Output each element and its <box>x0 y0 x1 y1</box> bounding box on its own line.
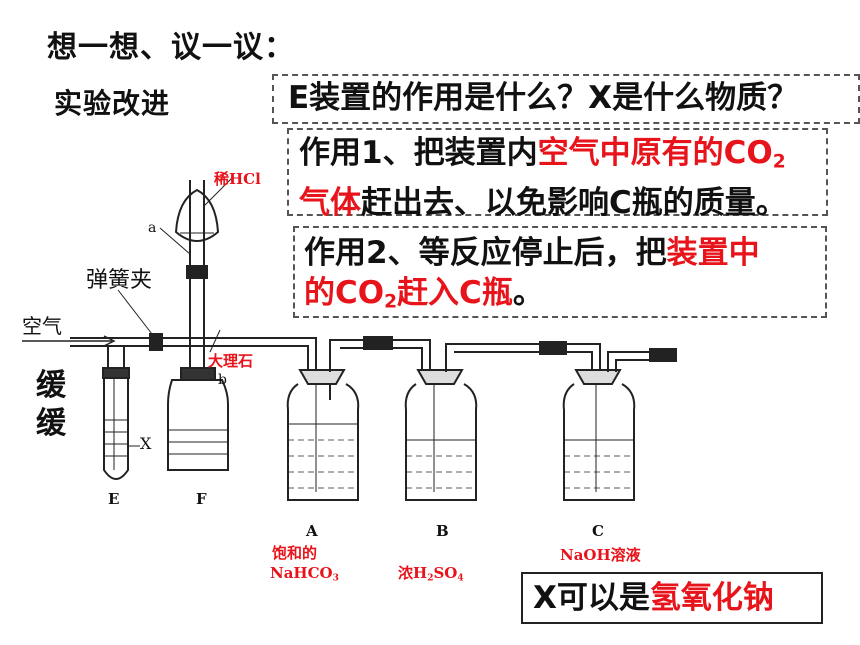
a-liquid <box>288 439 358 489</box>
f-bottle <box>167 379 229 471</box>
section-subtitle: 实验改进 <box>54 87 171 120</box>
f-funnel-stem <box>189 180 205 370</box>
hcl-label: 稀HCl <box>214 170 261 188</box>
f-liquid-lines <box>168 429 228 455</box>
label-e: E <box>108 490 120 508</box>
x-label: X <box>140 434 152 453</box>
a-reagent-formula: NaHCO <box>270 564 333 582</box>
connector-ab <box>363 336 393 350</box>
c-bottle <box>562 383 636 501</box>
marble-pointer <box>209 329 221 353</box>
valve-a-pointer <box>159 227 191 255</box>
b-liquid <box>406 455 476 489</box>
b-reagent-part2: SO <box>433 564 458 582</box>
a-reagent-line2: NaHCO3 <box>270 564 339 583</box>
b-reagent: 浓H2SO4 <box>398 562 464 583</box>
answer-box: X可以是氢氧化钠 <box>521 572 823 624</box>
label-a: A <box>306 522 318 540</box>
role2-red-c: 赶入C瓶 <box>397 275 513 311</box>
clamp-pointer <box>117 289 153 335</box>
outlet-connector <box>649 348 677 362</box>
role2-prefix: 作用2、等反应停止后，把 <box>304 235 667 271</box>
a-stopper <box>298 369 346 385</box>
a-reagent-line1: 饱和的 <box>272 544 318 562</box>
e-liquid-lines <box>104 419 128 457</box>
b-bottle <box>404 383 478 501</box>
a-bottle <box>286 383 360 501</box>
valve-b-label: b <box>218 372 227 388</box>
slow-label-1: 缓 <box>36 368 66 403</box>
role2-red-b: 的CO <box>304 275 385 311</box>
pipe-a-b <box>329 339 431 372</box>
air-arrow-head <box>103 335 116 347</box>
c-liquid <box>564 455 634 489</box>
c-stopper <box>574 369 622 385</box>
valve-a-label: a <box>148 220 157 236</box>
valve-a <box>186 265 208 279</box>
c-outlet <box>607 351 676 372</box>
b-reagent-part1: 浓H <box>398 564 428 582</box>
label-f: F <box>196 490 207 508</box>
air-label: 空气 <box>22 314 62 338</box>
marble-label: 大理石 <box>208 352 254 370</box>
e-tube-body <box>103 378 129 480</box>
role2-box: 作用2、等反应停止后，把装置中 的CO2赶入C瓶。 <box>293 226 827 318</box>
e-stopper <box>102 367 130 379</box>
pipe-b-c <box>445 343 601 372</box>
question-text: E装置的作用是什么？X是什么物质？ <box>288 80 799 116</box>
answer-text: X可以是氢氧化钠 <box>523 574 821 618</box>
role2-suffix: 。 <box>512 275 544 311</box>
a-reagent-sub: 3 <box>332 573 339 584</box>
slow-label-2: 缓 <box>36 406 66 441</box>
role1-suffix: 赶出去、以免影响C瓶的质量。 <box>361 184 787 221</box>
role1-red-a-sub: 2 <box>772 151 786 173</box>
label-b: B <box>436 522 449 540</box>
label-c: C <box>592 522 604 540</box>
role2-red-a: 装置中 <box>666 235 760 271</box>
c-reagent: NaOH溶液 <box>560 546 641 564</box>
page-title: 想一想、议一议： <box>47 30 295 65</box>
b-stopper <box>416 369 464 385</box>
b-reagent-sub2: 4 <box>457 573 464 584</box>
role1-red-b: 气体 <box>299 184 361 221</box>
role1-red-a: 空气中原有的CO <box>537 135 773 171</box>
question-box: E装置的作用是什么？X是什么物质？ <box>272 74 860 124</box>
role2-text: 作用2、等反应停止后，把装置中 的CO2赶入C瓶。 <box>295 228 825 323</box>
e-tube-neck <box>107 346 125 372</box>
funnel-bulb <box>174 188 220 242</box>
spring-clamp <box>149 333 163 351</box>
role1-text: 作用1、把装置内空气中原有的CO2 气体赶出去、以免影响C瓶的质量。 <box>289 130 826 223</box>
answer-red: 氢氧化钠 <box>649 580 774 616</box>
role1-prefix: 作用1、把装置内 <box>299 135 538 171</box>
b-reagent-sub1: 2 <box>427 573 434 584</box>
answer-prefix: X可以是 <box>533 580 650 616</box>
connector-bc <box>539 341 567 355</box>
clamp-label: 弹簧夹 <box>86 268 153 293</box>
role1-box: 作用1、把装置内空气中原有的CO2 气体赶出去、以免影响C瓶的质量。 <box>287 128 828 221</box>
role2-red-b-sub: 2 <box>384 291 398 313</box>
